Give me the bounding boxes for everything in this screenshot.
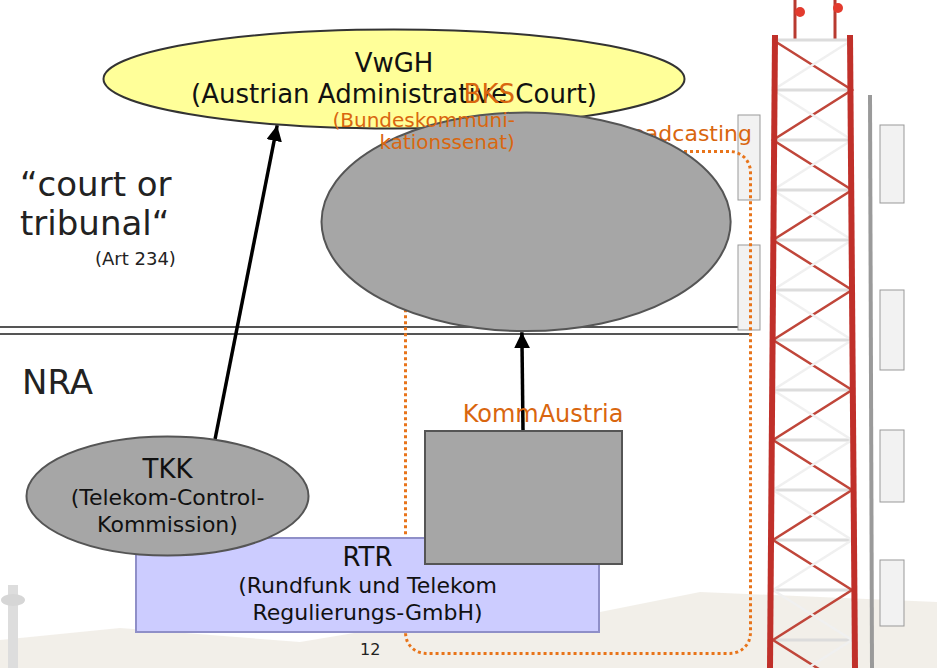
ellipse-shape xyxy=(27,437,309,556)
node-content: KommAustria xyxy=(426,432,621,563)
antenna-panel xyxy=(880,125,904,203)
appeal-arrow xyxy=(215,125,277,439)
authority-box: KommAustria xyxy=(424,430,623,565)
node-subtitle: (Telekom-Control-Kommission) xyxy=(60,485,275,538)
label-slot: (Art 234) xyxy=(95,248,176,270)
faint-tower-head xyxy=(1,594,25,606)
node-subtitle: (Austrian Administrative Court) xyxy=(191,79,597,110)
layer-label: NRA xyxy=(22,362,93,403)
node-title: BKS xyxy=(320,80,515,109)
node-title: KommAustria xyxy=(426,401,624,427)
tribunal-note: “court or tribunal“ xyxy=(20,165,260,243)
node-subtitle: (Rundfunk und Telekom Regulierungs-GmbH) xyxy=(218,573,518,626)
antenna-panel xyxy=(880,560,904,626)
antenna-panel xyxy=(738,245,760,330)
node-title: RTR xyxy=(342,542,392,573)
tower-bracing xyxy=(773,40,852,668)
article-note: (Art 234) xyxy=(95,248,176,270)
divider-line xyxy=(0,326,752,328)
warning-light xyxy=(833,3,843,13)
tower-rungs xyxy=(773,40,852,640)
authority-ellipse: BKS(Bundeskommuni-kationssenat) xyxy=(320,111,732,333)
page-number: 12 xyxy=(360,640,380,659)
antenna-panel xyxy=(880,430,904,502)
tower-leg xyxy=(850,35,855,668)
antenna-pole xyxy=(870,95,872,668)
authority-ellipse: TKK(Telekom-Control-Kommission) xyxy=(25,435,310,557)
node-subtitle: (Bundeskommuni-kationssenat) xyxy=(320,109,515,153)
divider-line xyxy=(0,333,752,335)
label-slot: NRA xyxy=(22,362,93,403)
node-title: VwGH xyxy=(355,48,434,79)
tower-leg xyxy=(770,35,775,668)
antenna-panel xyxy=(880,290,904,370)
tower-bracing xyxy=(773,40,852,668)
warning-light xyxy=(795,7,805,17)
tower-mast xyxy=(794,0,797,40)
label-slot: “court or tribunal“ xyxy=(20,165,260,243)
node-title: TKK xyxy=(143,454,193,485)
label-slot: 12 xyxy=(360,640,380,659)
